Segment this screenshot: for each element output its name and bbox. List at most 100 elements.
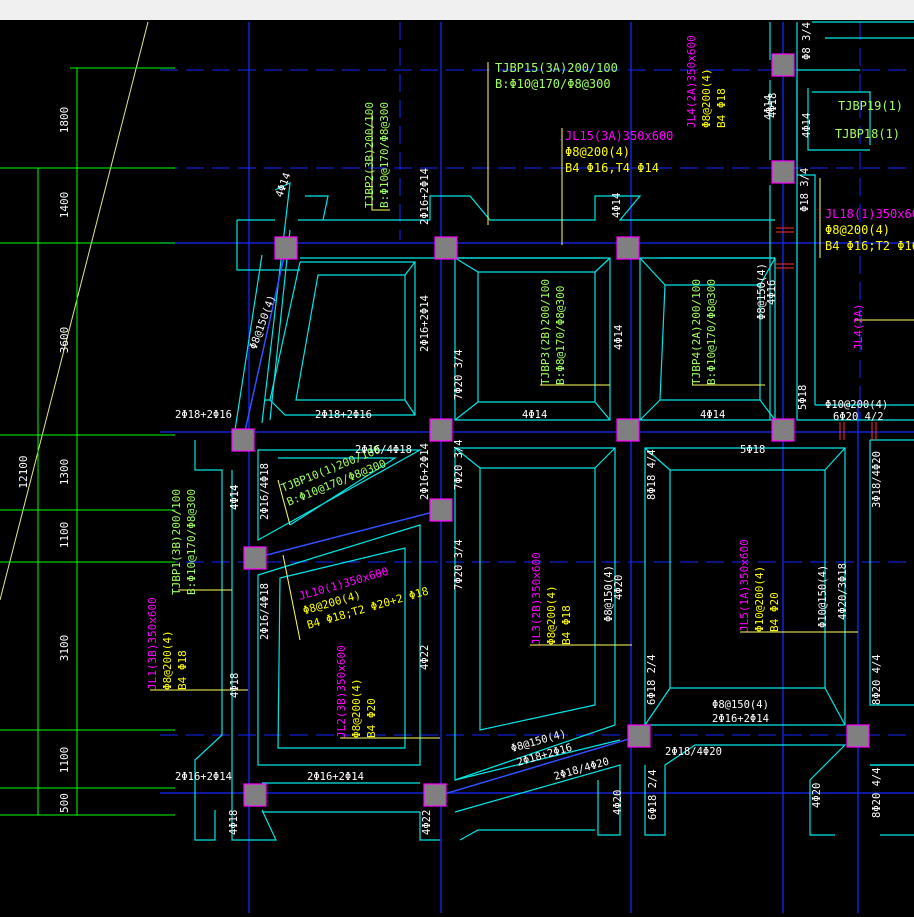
rebar-label-r40[interactable]: 2Φ16+2Φ14: [712, 713, 769, 725]
rebar-label-r26[interactable]: 4Φ14: [229, 485, 241, 510]
dim-text-4: 1300: [58, 459, 71, 486]
rebar-label-r36[interactable]: 4Φ22: [419, 645, 431, 670]
rebar-label-r46[interactable]: 2Φ16+2Φ14: [307, 771, 364, 783]
rebar-label-r41[interactable]: 8Φ20 4/4: [871, 654, 883, 705]
rebar-label-r52[interactable]: 4Φ20: [811, 783, 823, 808]
beam-label-jl15-line-3: B4 Φ16,T4 Φ14: [565, 161, 659, 175]
rebar-label-r34[interactable]: 3Φ18/4Φ20: [871, 451, 883, 508]
beam-label-jl5-line-1: JL5(1A)350x600: [738, 539, 751, 632]
rebar-label-r10[interactable]: 2Φ16+2Φ14: [419, 295, 431, 352]
rebar-label-r49[interactable]: 4Φ22: [421, 810, 433, 835]
rebar-label-r5[interactable]: Φ8@150(4): [756, 263, 768, 320]
rebar-label-r27[interactable]: 2Φ16+2Φ14: [419, 443, 431, 500]
column-1: [274, 236, 298, 260]
rebar-label-r6[interactable]: 4Φ16: [766, 280, 778, 305]
rebar-label-r47[interactable]: 2Φ18/4Φ20: [665, 746, 722, 758]
beam-label-tjbp19-line-1: TJBP19(1): [838, 99, 903, 113]
rebar-label-r9[interactable]: 4Φ14: [801, 113, 813, 138]
rebar-label-r21[interactable]: 5Φ18: [740, 444, 765, 456]
beam-label-jl15-line-1: JL15(3A)350x600: [565, 129, 673, 143]
centerline-diag-2: [254, 509, 442, 559]
rebar-label-r25[interactable]: 2Φ16/4Φ18: [259, 463, 271, 520]
beam-label-jl1-line-3: B4 Φ18: [176, 650, 189, 690]
dim-text-2: 1400: [58, 192, 71, 219]
beam-label-tjbp19[interactable]: TJBP19(1): [838, 99, 903, 113]
rebar-label-r29[interactable]: 7Φ20 3/4: [453, 539, 465, 590]
column-6: [231, 428, 255, 452]
outline-top-right: [812, 21, 914, 39]
rebar-label-r38[interactable]: 6Φ18 2/4: [646, 654, 658, 705]
panel-5: [257, 524, 421, 766]
outline-diagonal-left: [234, 182, 329, 431]
rebar-label-r3[interactable]: 4Φ14: [611, 193, 623, 218]
rebar-label-r11[interactable]: 4Φ14: [613, 325, 625, 350]
rebar-label-r15[interactable]: 6Φ20 4/2: [833, 411, 884, 423]
rebar-label-r14[interactable]: Φ10@200(4): [825, 399, 888, 411]
rebar-label-r18[interactable]: 2Φ16/4Φ18: [355, 444, 412, 456]
rebar-label-r30[interactable]: Φ8@150(4): [603, 565, 615, 622]
beam-centerlines: [242, 247, 640, 796]
beam-label-jl5-line-3: B4 Φ20: [768, 592, 781, 632]
beam-label-jl3-line-1: JL3(2B)350x600: [530, 552, 543, 645]
leader-tjbp10: [277, 479, 291, 526]
beam-label-jl5-line-2: Φ10@200(4): [753, 566, 766, 632]
beam-label-tjbp3-line-2: B:Φ8@170/Φ8@300: [554, 286, 567, 385]
rebar-label-r13[interactable]: 5Φ18: [797, 385, 809, 410]
rebar-label-r24[interactable]: 8Φ18 4/4: [646, 449, 658, 500]
rebar-label-r16[interactable]: 2Φ18+2Φ16: [175, 409, 232, 421]
rebar-label-r31[interactable]: 4Φ20: [613, 575, 625, 600]
column-7: [429, 418, 453, 442]
beam-label-jl18-line-2: Φ8@200(4): [825, 223, 890, 237]
rebar-label-r37[interactable]: 4Φ18: [229, 673, 241, 698]
rebar-label-r32[interactable]: Φ10@150(4): [817, 565, 829, 628]
column-11: [429, 498, 453, 522]
foundation-plan-drawing[interactable]: 1800 1400 3600 1300 1100 3100 1100 500 1…: [0, 20, 914, 913]
rebar-label-r45[interactable]: 2Φ16+2Φ14: [175, 771, 232, 783]
rebar-label-r1[interactable]: 4Φ14: [274, 171, 294, 199]
beam-label-tjbp18[interactable]: TJBP18(1): [835, 127, 900, 141]
rebar-label-r51[interactable]: 6Φ18 2/4: [647, 769, 659, 820]
rebar-label-r19[interactable]: 4Φ14: [522, 409, 547, 421]
rebar-label-r39[interactable]: Φ8@150(4): [712, 699, 769, 711]
rebar-label-r22[interactable]: 7Φ20 3/4: [453, 349, 465, 400]
beam-label-jl4b[interactable]: JL4(2A): [852, 304, 865, 350]
rebar-label-r33[interactable]: 4Φ20/3Φ18: [837, 563, 849, 620]
rebar-label-r7[interactable]: 4Φ18: [767, 93, 779, 118]
rebar-label-r28[interactable]: 2Φ16/4Φ18: [259, 583, 271, 640]
rebar-label-r50[interactable]: 4Φ20: [612, 790, 624, 815]
rebar-label-r48[interactable]: 4Φ18: [228, 810, 240, 835]
beam-label-tjbp4-line-1: TJBP4(2A)200/100: [690, 279, 703, 385]
rebar-label-r20[interactable]: 4Φ14: [700, 409, 725, 421]
rebar-label-r53[interactable]: 8Φ20 4/4: [871, 767, 883, 818]
rebar-label-r4[interactable]: 4Φ14: [763, 95, 775, 120]
panel-right-top: [796, 60, 914, 421]
rebar-label-r12[interactable]: Φ18 3/4: [799, 168, 811, 212]
centerline-diag-1: [242, 247, 287, 441]
foundation-outlines: [194, 21, 914, 841]
cad-drawing-canvas[interactable]: 1800 1400 3600 1300 1100 3100 1100 500 1…: [0, 20, 914, 913]
rebar-label-r2[interactable]: 2Φ16+2Φ14: [419, 168, 431, 225]
rebar-label-r23[interactable]: 7Φ20 3/4: [453, 439, 465, 490]
outline-strip-v4: [769, 22, 798, 420]
rebar-label-r8[interactable]: Φ8 3/4: [801, 22, 813, 60]
column-5: [771, 160, 795, 184]
column-8: [616, 418, 640, 442]
dim-text-7: 1100: [58, 747, 71, 774]
rebar-label-r17[interactable]: 2Φ18+2Φ16: [315, 409, 372, 421]
rebar-label-r54[interactable]: 4Φ14: [229, 485, 241, 510]
beam-label-jl3-line-3: B4 Φ18: [560, 605, 573, 645]
column-3: [616, 236, 640, 260]
